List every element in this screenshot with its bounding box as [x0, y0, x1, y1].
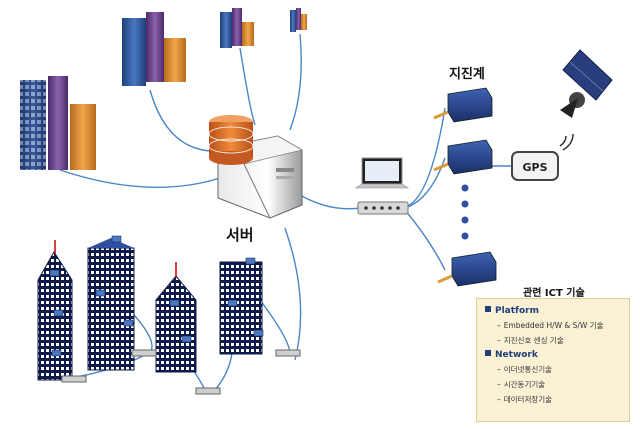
city-buildings: [37, 238, 301, 395]
ict-item: –Embedded H/W & S/W 기술: [497, 321, 604, 330]
gps-device-icon: GPS: [511, 133, 574, 181]
seismometer-sensor: [437, 251, 497, 287]
server-icon: [208, 115, 304, 219]
seismometer-sensor: [433, 87, 493, 123]
network-switch-icon: [357, 201, 409, 215]
square-bullet-icon: [485, 350, 491, 356]
seismometer-label: 지진계: [449, 67, 485, 82]
ict-category: Platform: [485, 306, 623, 316]
ict-category-label: Network: [495, 350, 538, 360]
square-bullet-icon: [485, 306, 491, 312]
office-buildings-left: [20, 76, 96, 170]
ict-item-label: 지진신호 센싱 기술: [503, 336, 564, 345]
ict-category: Network: [485, 350, 623, 360]
office-buildings-top: [122, 12, 186, 86]
ict-item: –이더넷통신기술: [497, 365, 553, 374]
ict-title: 관련 ICT 기술: [523, 288, 585, 299]
ict-item: –데이터저장기술: [497, 395, 553, 404]
ict-item-label: 시간동기기술: [503, 380, 546, 389]
seismometer-sensor: [433, 139, 493, 175]
ict-tech-box: Platform –Embedded H/W & S/W 기술 –지진신호 센싱…: [476, 298, 630, 422]
ellipsis-dots: [461, 184, 469, 240]
gps-label: GPS: [522, 161, 547, 174]
building-sensors: [49, 235, 264, 357]
office-buildings-small: [220, 8, 307, 48]
satellite-icon: [560, 49, 613, 118]
ict-item: –지진신호 센싱 기술: [497, 336, 564, 345]
server-label: 서버: [226, 226, 254, 244]
laptop-icon: [355, 157, 409, 189]
ict-item-label: 이더넷통신기술: [503, 365, 553, 374]
ict-item: –시간동기기술: [497, 380, 546, 389]
ict-item-label: Embedded H/W & S/W 기술: [503, 321, 604, 330]
ict-item-label: 데이터저장기술: [503, 395, 553, 404]
ict-category-label: Platform: [495, 306, 539, 316]
